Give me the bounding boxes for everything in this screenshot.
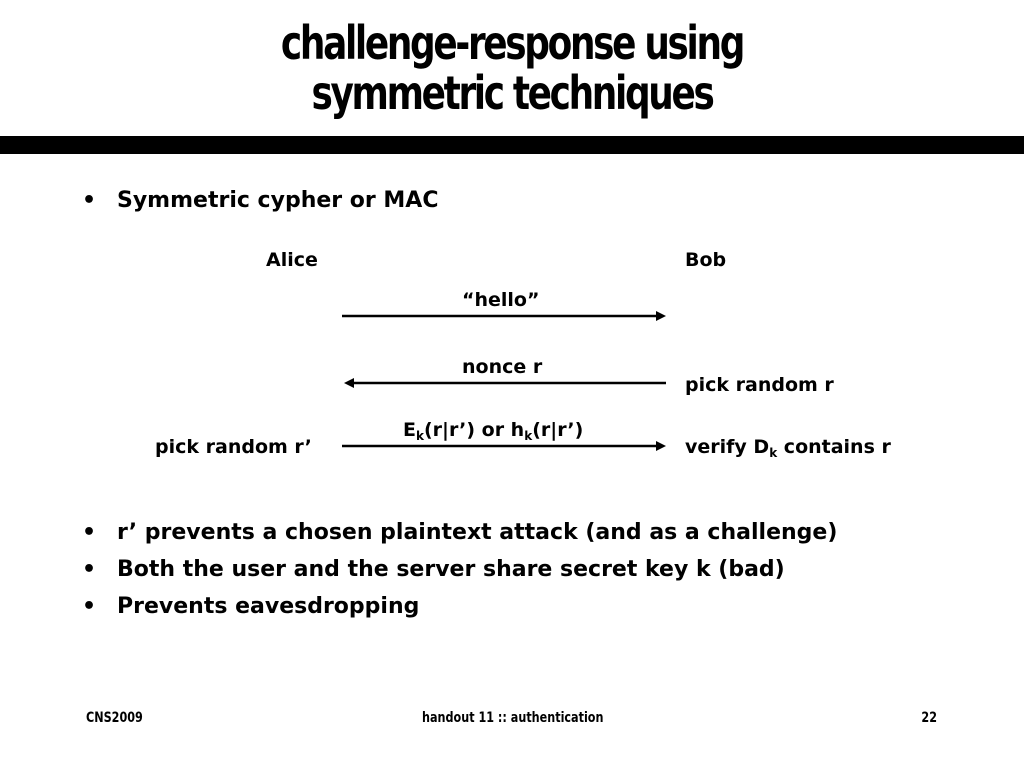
encrypted-response-label: Ek(r|r’) or hk(r|r’) — [403, 419, 584, 443]
bullet-text: Both the user and the server share secre… — [117, 557, 785, 582]
bob-label: Bob — [685, 249, 727, 271]
footer-page-number: 22 — [921, 710, 937, 726]
bullet-eavesdropping: • Prevents eavesdropping — [82, 594, 419, 620]
footer-course: CNS2009 — [86, 710, 143, 726]
slide-title: challenge-response using symmetric techn… — [113, 18, 912, 118]
bob-verify-note: verify Dk contains r — [685, 436, 891, 460]
bullet-text: Symmetric cypher or MAC — [117, 188, 439, 213]
footer-handout: handout 11 :: authentication — [422, 710, 604, 726]
bullet-dot: • — [82, 594, 97, 619]
nonce-message-label: nonce r — [462, 356, 543, 378]
title-line-1: challenge-response using — [280, 16, 745, 70]
bullet-chosen-plaintext: • r’ prevents a chosen plaintext attack … — [82, 520, 837, 546]
hello-message-label: “hello” — [462, 289, 540, 311]
bullet-text: r’ prevents a chosen plaintext attack (a… — [117, 520, 838, 545]
title-line-2: symmetric techniques — [311, 66, 714, 120]
arrow-alice-to-bob-hello — [342, 311, 666, 321]
bullet-symmetric-cypher: • Symmetric cypher or MAC — [82, 188, 438, 214]
bob-pick-random-note: pick random r — [685, 374, 834, 396]
alice-pick-random-note: pick random r’ — [155, 436, 312, 458]
bullet-dot: • — [82, 188, 97, 213]
title-divider-bar — [0, 136, 1024, 154]
arrow-alice-to-bob-response — [342, 441, 666, 451]
bullet-shared-key: • Both the user and the server share sec… — [82, 557, 785, 583]
bullet-dot: • — [82, 520, 97, 545]
bullet-dot: • — [82, 557, 97, 582]
arrow-bob-to-alice-nonce — [344, 378, 666, 388]
bullet-text: Prevents eavesdropping — [117, 594, 420, 619]
alice-label: Alice — [266, 249, 318, 271]
